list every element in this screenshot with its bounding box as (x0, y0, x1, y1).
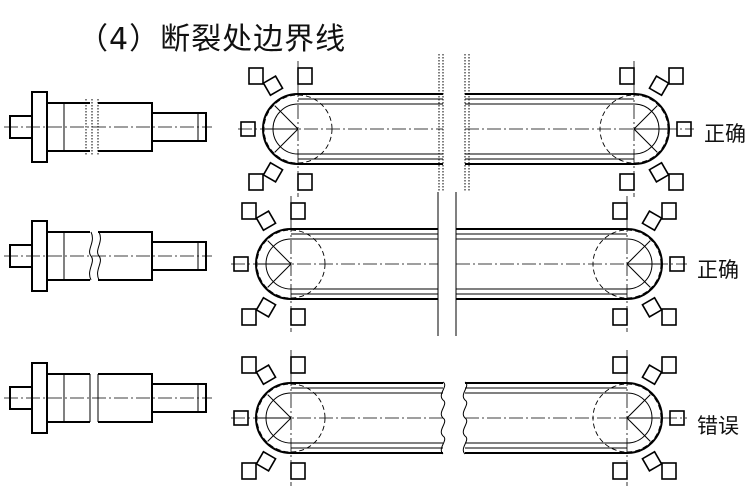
chain-1 (238, 54, 694, 197)
shaft-2 (4, 220, 212, 292)
chain-3 (231, 350, 687, 486)
row2-verdict-label: 正确 (697, 258, 739, 282)
chain-2-teeth (233, 202, 685, 326)
chain-2 (231, 192, 687, 336)
row3-verdict-label: 错误 (697, 414, 739, 438)
chain-3-teeth (233, 356, 685, 480)
shaft-3 (4, 362, 212, 434)
row1-verdict-label: 正确 (704, 122, 746, 146)
shaft-1 (4, 91, 212, 163)
figure-title: （4）断裂处边界线 (78, 22, 347, 57)
